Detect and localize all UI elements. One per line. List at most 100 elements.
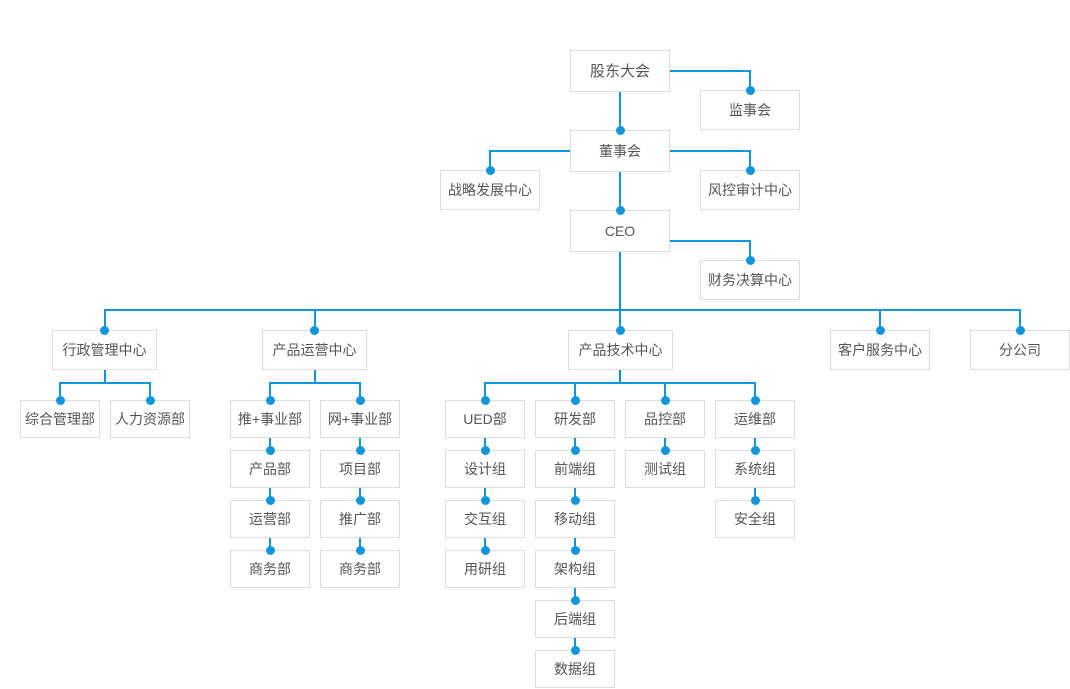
org-node-n10[interactable]: 行政管理中心 xyxy=(52,330,157,370)
connector-dot-icon xyxy=(615,205,625,215)
connector-line xyxy=(664,382,666,400)
org-node-n3f[interactable]: 安全组 xyxy=(715,500,795,538)
org-node-n50[interactable]: 分公司 xyxy=(970,330,1070,370)
org-node-n04[interactable]: 战略发展中心 xyxy=(440,170,540,210)
connector-line xyxy=(664,438,666,450)
connector-line xyxy=(269,438,271,450)
connector-line xyxy=(754,438,756,450)
org-node-n30[interactable]: 产品技术中心 xyxy=(568,330,673,370)
org-node-n3d[interactable]: 运维部 xyxy=(715,400,795,438)
org-node-n3c[interactable]: 测试组 xyxy=(625,450,705,488)
connector-line xyxy=(619,252,621,310)
connector-line xyxy=(359,538,361,550)
connector-dot-icon xyxy=(355,395,365,405)
connector-line xyxy=(879,309,881,330)
connector-line xyxy=(619,172,621,210)
connector-dot-icon xyxy=(570,445,580,455)
org-node-n34[interactable]: 用研组 xyxy=(445,550,525,588)
connector-line xyxy=(489,150,621,152)
org-node-n27[interactable]: 推广部 xyxy=(320,500,400,538)
connector-line xyxy=(59,382,61,400)
connector-line xyxy=(104,370,106,383)
org-node-n12[interactable]: 人力资源部 xyxy=(110,400,190,438)
connector-line xyxy=(749,70,751,90)
org-node-n11[interactable]: 综合管理部 xyxy=(20,400,100,438)
org-node-n32[interactable]: 设计组 xyxy=(445,450,525,488)
connector-dot-icon xyxy=(750,395,760,405)
org-node-n38[interactable]: 架构组 xyxy=(535,550,615,588)
connector-dot-icon xyxy=(570,645,580,655)
connector-line xyxy=(620,240,750,242)
connector-dot-icon xyxy=(875,325,885,335)
org-node-n05[interactable]: 风控审计中心 xyxy=(700,170,800,210)
connector-dot-icon xyxy=(145,395,155,405)
connector-line xyxy=(269,488,271,500)
org-node-n03[interactable]: 董事会 xyxy=(570,130,670,172)
connector-line xyxy=(754,488,756,500)
org-node-n02[interactable]: 监事会 xyxy=(700,90,800,130)
connector-dot-icon xyxy=(355,545,365,555)
connector-dot-icon xyxy=(355,445,365,455)
connector-line xyxy=(620,70,750,72)
org-node-n40[interactable]: 客户服务中心 xyxy=(830,330,930,370)
connector-dot-icon xyxy=(570,595,580,605)
org-node-n39[interactable]: 后端组 xyxy=(535,600,615,638)
connector-dot-icon xyxy=(570,545,580,555)
connector-line xyxy=(484,438,486,450)
org-node-n22[interactable]: 产品部 xyxy=(230,450,310,488)
connector-dot-icon xyxy=(750,445,760,455)
connector-dot-icon xyxy=(570,495,580,505)
connector-line xyxy=(314,309,316,330)
connector-line xyxy=(269,382,361,384)
connector-line xyxy=(574,438,576,450)
connector-line xyxy=(484,382,756,384)
connector-line xyxy=(619,92,621,130)
connector-dot-icon xyxy=(55,395,65,405)
org-node-n26[interactable]: 项目部 xyxy=(320,450,400,488)
connector-dot-icon xyxy=(660,445,670,455)
connector-dot-icon xyxy=(1015,325,1025,335)
connector-line xyxy=(484,538,486,550)
connector-line xyxy=(619,370,621,383)
org-node-n33[interactable]: 交互组 xyxy=(445,500,525,538)
org-node-n31[interactable]: UED部 xyxy=(445,400,525,438)
connector-line xyxy=(269,538,271,550)
org-node-n3b[interactable]: 品控部 xyxy=(625,400,705,438)
org-node-n28[interactable]: 商务部 xyxy=(320,550,400,588)
connector-dot-icon xyxy=(265,445,275,455)
org-node-n23[interactable]: 运营部 xyxy=(230,500,310,538)
connector-line xyxy=(1019,309,1021,330)
connector-line xyxy=(59,382,151,384)
connector-line xyxy=(754,382,756,400)
org-node-n35[interactable]: 研发部 xyxy=(535,400,615,438)
connector-line xyxy=(359,488,361,500)
connector-line xyxy=(359,382,361,400)
connector-dot-icon xyxy=(745,255,755,265)
connector-dot-icon xyxy=(745,165,755,175)
connector-line xyxy=(619,309,621,330)
connector-dot-icon xyxy=(480,545,490,555)
connector-line xyxy=(574,638,576,650)
org-node-n07[interactable]: 财务决算中心 xyxy=(700,260,800,300)
org-node-n01[interactable]: 股东大会 xyxy=(570,50,670,92)
org-node-n25[interactable]: 网+事业部 xyxy=(320,400,400,438)
org-node-n3e[interactable]: 系统组 xyxy=(715,450,795,488)
org-node-n36[interactable]: 前端组 xyxy=(535,450,615,488)
org-node-n21[interactable]: 推+事业部 xyxy=(230,400,310,438)
connector-line xyxy=(574,588,576,600)
org-node-n37[interactable]: 移动组 xyxy=(535,500,615,538)
connector-dot-icon xyxy=(480,495,490,505)
connector-dot-icon xyxy=(485,165,495,175)
connector-line xyxy=(749,150,751,170)
connector-dot-icon xyxy=(265,545,275,555)
org-node-n3a[interactable]: 数据组 xyxy=(535,650,615,688)
connector-line xyxy=(359,438,361,450)
connector-dot-icon xyxy=(265,495,275,505)
org-node-n20[interactable]: 产品运营中心 xyxy=(262,330,367,370)
connector-line xyxy=(269,382,271,400)
org-node-n24[interactable]: 商务部 xyxy=(230,550,310,588)
connector-line xyxy=(484,488,486,500)
connector-dot-icon xyxy=(265,395,275,405)
org-node-n06[interactable]: CEO xyxy=(570,210,670,252)
